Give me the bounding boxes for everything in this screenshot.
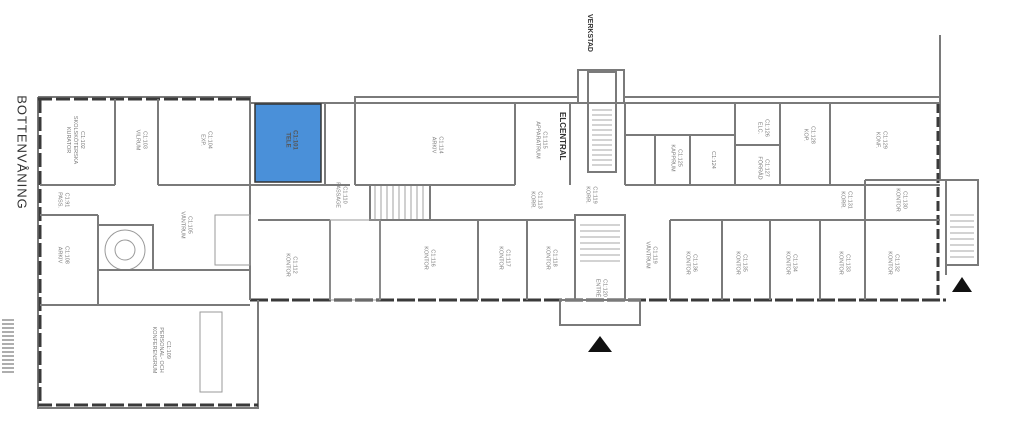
- room-label: C1:119VÄNTRUM: [645, 241, 658, 269]
- room-label: C1:105VÄNTRUM: [180, 211, 193, 239]
- room-label: C1:118KONTOR: [545, 246, 558, 269]
- entrance-arrow-icon-right: [952, 277, 972, 292]
- room-label: C1:131KORR.: [840, 191, 853, 209]
- room-label: C1:124: [710, 151, 716, 169]
- verkstad-label: VERKSTAD: [586, 14, 593, 52]
- room-label: C1:109PERSONAL- OCHKONFERENSRUM: [151, 327, 171, 374]
- room-label: C1:112KONTOR: [285, 253, 298, 276]
- room-label: C1:128KOP.: [803, 126, 816, 144]
- hatch-marks: [2, 319, 14, 373]
- floor-title: BOTTENVÅNING: [14, 95, 30, 210]
- room-label: C1:102SKOLSKÖTERSKAKURATOR: [65, 116, 85, 165]
- room-label: C1:108ARKIV: [57, 246, 70, 264]
- room-label: C1:132KONTOR: [887, 251, 900, 274]
- room-label: C1:103VILRUM: [135, 130, 148, 151]
- room-label: C1:117KONTOR: [498, 246, 511, 269]
- room-label: C1:101TELE: [285, 130, 298, 150]
- room-label: C1:119KORR.: [585, 186, 598, 204]
- room-label: C1:135KONTOR: [735, 251, 748, 274]
- outer-walls: [37, 35, 947, 409]
- room-label: C1:129KONF.: [875, 131, 888, 149]
- elcentral-label: ELCENTRAL: [558, 112, 567, 161]
- room-label: C1:133KONTOR: [838, 251, 851, 274]
- room-label: C1:110PASSAGE: [335, 182, 348, 208]
- room-label: C1:104EXP.: [200, 131, 213, 149]
- room-labels: C1:102SKOLSKÖTERSKAKURATOR C1:103VILRUM C1…: [57, 116, 908, 374]
- room-label: C1:116KONTOR: [423, 246, 436, 269]
- room-label: C1:136KONTOR: [685, 251, 698, 274]
- room-label: C1:125KAPPRUM: [670, 144, 683, 172]
- room-label: C1:134KONTOR: [785, 251, 798, 274]
- room-label: C1:114ARKIV: [431, 136, 444, 153]
- entrance-arrow-icon: [588, 336, 612, 352]
- room-label: C1:113KORR.: [530, 191, 543, 209]
- verkstad-tower: [577, 69, 625, 173]
- room-label: C1:115APPARATRUM: [535, 121, 548, 159]
- room-label: C1:127FÖRRÅD: [757, 156, 770, 179]
- room-label: C1:126ELC.: [757, 119, 770, 137]
- room-label: C1:130KONTOR: [895, 188, 908, 211]
- room-label: C1:120ENTRÉ: [595, 279, 608, 298]
- tele-room-highlight[interactable]: [254, 103, 322, 183]
- room-walls: [40, 99, 979, 393]
- room-label: C1:91PASS.: [57, 192, 70, 208]
